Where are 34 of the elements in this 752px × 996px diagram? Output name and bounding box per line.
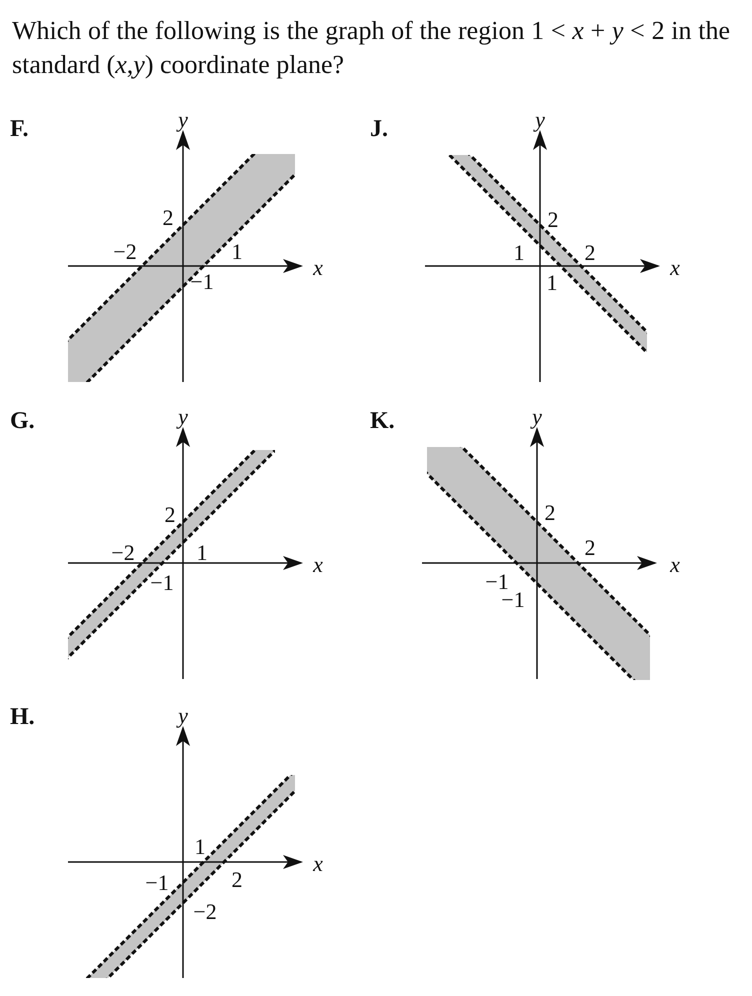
axis-label: x <box>670 257 680 279</box>
axis-label: x <box>313 257 323 279</box>
tick-label: 1 <box>546 272 558 294</box>
axis-label: y <box>178 705 188 727</box>
option-label: J. <box>370 118 388 140</box>
option-label: G. <box>10 410 35 432</box>
tick-label: 2 <box>544 502 556 524</box>
tick-label: 2 <box>232 869 242 891</box>
axis-label: y <box>178 406 188 428</box>
tick-label: 1 <box>514 242 524 264</box>
tick-label: −2 <box>113 241 137 263</box>
tick-label: 2 <box>162 207 174 229</box>
tick-label: 2 <box>584 242 596 264</box>
tick-label: 2 <box>548 209 558 231</box>
tick-label: 1 <box>232 241 242 263</box>
axis-label: y <box>178 109 188 131</box>
axis-label: x <box>313 853 323 875</box>
tick-label: −2 <box>111 542 135 564</box>
axis-label: y <box>532 406 542 428</box>
option-label: K. <box>370 410 395 432</box>
tick-label: −1 <box>145 872 169 894</box>
tick-label: −1 <box>150 572 174 594</box>
tick-label: −2 <box>193 901 217 923</box>
axis-label: y <box>535 109 545 131</box>
tick-label: 2 <box>584 537 596 559</box>
option-label: H. <box>10 706 35 728</box>
axis-label: x <box>313 554 323 576</box>
tick-label: 1 <box>194 836 206 858</box>
tick-label: 2 <box>164 504 176 526</box>
tick-label: −1 <box>190 271 214 293</box>
option-label: F. <box>10 118 28 140</box>
tick-label: 1 <box>196 542 208 564</box>
question-text: Which of the following is the graph of the region 1 < x + y < 2 in the standard (x,y) coordinate plane? <box>12 15 730 81</box>
axis-label: x <box>670 554 680 576</box>
